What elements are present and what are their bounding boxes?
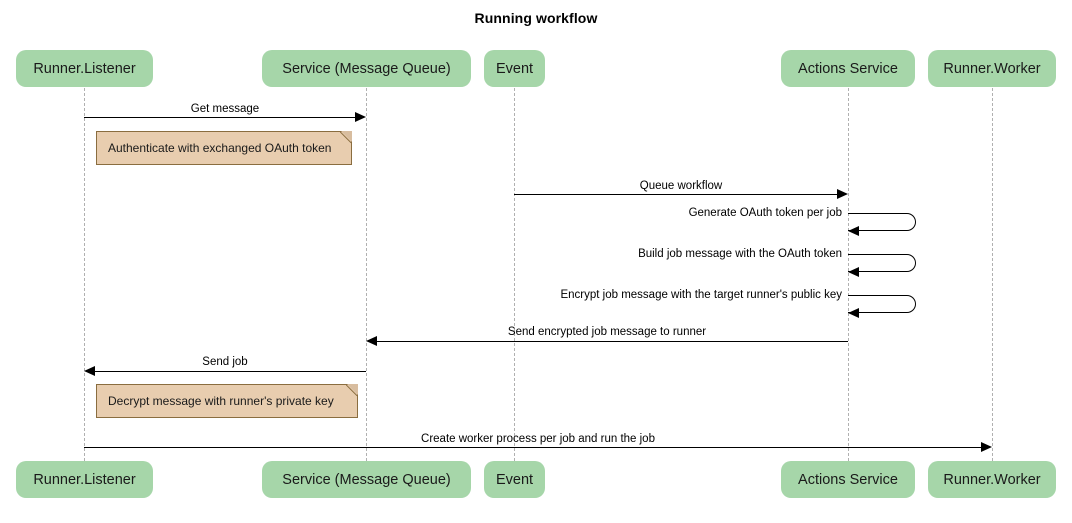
arrowhead-generate-oauth-token: [848, 225, 859, 236]
message-line-queue-workflow: [514, 194, 837, 195]
arrowhead-queue-workflow: [837, 188, 848, 199]
note-fold-edge-icon: [346, 384, 358, 396]
message-label-send-encrypted-job-message: Send encrypted job message to runner: [507, 326, 707, 338]
participant-service-message-queue-bottom[interactable]: Service (Message Queue): [262, 461, 471, 498]
lifeline-runner-listener: [84, 88, 85, 461]
arrowhead-encrypt-job-message: [848, 307, 859, 318]
self-loop-generate-oauth-token: [848, 213, 916, 231]
arrowhead-create-worker-process: [981, 441, 992, 452]
page-title: Running workflow: [474, 10, 598, 26]
note-fold-edge-icon: [340, 131, 352, 143]
lifeline-service-message-queue: [366, 88, 367, 461]
participant-service-message-queue-top[interactable]: Service (Message Queue): [262, 50, 471, 87]
participant-runner-listener-top[interactable]: Runner.Listener: [16, 50, 153, 87]
message-label-encrypt-job-message: Encrypt job message with the target runn…: [560, 289, 842, 301]
participant-runner-listener-bottom[interactable]: Runner.Listener: [16, 461, 153, 498]
note-decrypt-label: Decrypt message with runner's private ke…: [108, 394, 334, 408]
participant-event-bottom[interactable]: Event: [484, 461, 545, 498]
note-decrypt-message-with-runners-private-key: Decrypt message with runner's private ke…: [96, 384, 358, 418]
participant-actions-service-top[interactable]: Actions Service: [781, 50, 915, 87]
message-label-queue-workflow: Queue workflow: [639, 180, 723, 192]
note-authenticate-label: Authenticate with exchanged OAuth token: [108, 141, 332, 155]
message-label-generate-oauth-token: Generate OAuth token per job: [688, 207, 842, 219]
participant-runner-worker-bottom[interactable]: Runner.Worker: [928, 461, 1056, 498]
note-authenticate-with-exchanged-oauth-token: Authenticate with exchanged OAuth token: [96, 131, 352, 165]
lifeline-runner-worker: [992, 88, 993, 461]
self-loop-build-job-message: [848, 254, 916, 272]
message-line-send-encrypted-job-message: [377, 341, 848, 342]
arrowhead-send-encrypted-job-message: [366, 335, 377, 346]
message-label-create-worker-process: Create worker process per job and run th…: [421, 433, 655, 445]
message-label-get-message: Get message: [190, 103, 260, 115]
participant-runner-worker-top[interactable]: Runner.Worker: [928, 50, 1056, 87]
lifeline-event: [514, 88, 515, 461]
self-loop-encrypt-job-message: [848, 295, 916, 313]
arrowhead-send-job: [84, 365, 95, 376]
participant-event-top[interactable]: Event: [484, 50, 545, 87]
message-line-create-worker-process: [84, 447, 981, 448]
message-line-send-job: [95, 371, 366, 372]
message-line-get-message: [84, 117, 355, 118]
participant-actions-service-bottom[interactable]: Actions Service: [781, 461, 915, 498]
message-label-send-job: Send job: [202, 356, 248, 368]
arrowhead-build-job-message: [848, 266, 859, 277]
arrowhead-get-message: [355, 111, 366, 122]
message-label-build-job-message: Build job message with the OAuth token: [638, 248, 842, 260]
